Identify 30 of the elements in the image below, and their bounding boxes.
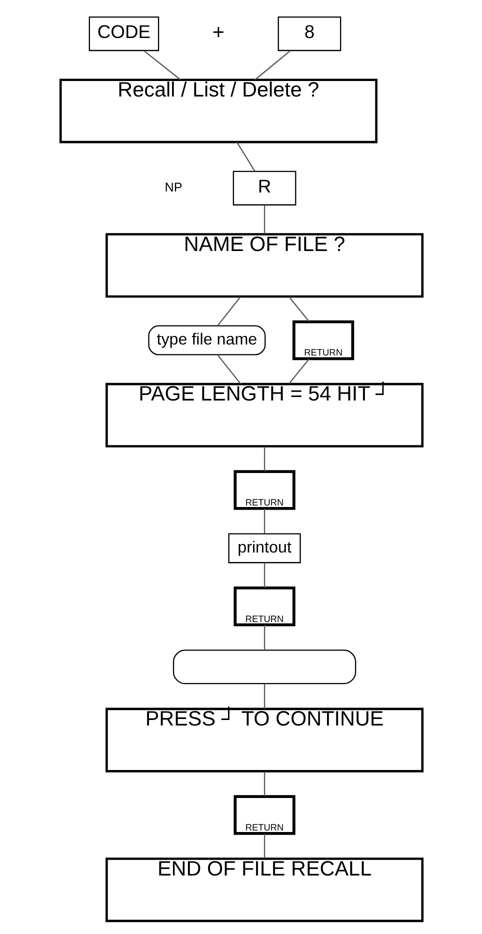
connector — [288, 358, 310, 384]
connector — [263, 562, 265, 588]
node-box: RETURN — [292, 320, 354, 360]
connector — [236, 142, 255, 172]
node-box: 8 — [277, 16, 341, 52]
node-box: END OF FILE RECALL — [105, 858, 424, 922]
connector — [288, 296, 309, 322]
node-box: RETURN — [233, 470, 295, 510]
connector — [143, 50, 180, 80]
node-box: printout — [228, 533, 300, 564]
node-box: type file name — [148, 325, 266, 356]
node-box: RETURN — [233, 795, 295, 835]
connector — [263, 684, 265, 709]
connector — [263, 625, 265, 650]
connector — [263, 508, 265, 534]
node-box — [172, 650, 356, 684]
connector — [263, 446, 265, 472]
connector — [263, 772, 265, 796]
node-box: RETURN — [233, 586, 295, 626]
node-box: Recall / List / Delete ? — [58, 78, 377, 144]
connector — [216, 296, 240, 326]
node-box: NAME OF FILE ? — [105, 233, 424, 298]
label: NP — [164, 180, 182, 194]
connector — [216, 354, 241, 384]
node-box: R — [232, 170, 296, 206]
node-box: CODE — [88, 16, 159, 52]
label: + — [212, 20, 224, 44]
connector — [254, 50, 290, 80]
connector — [263, 205, 265, 234]
connector — [263, 834, 265, 858]
